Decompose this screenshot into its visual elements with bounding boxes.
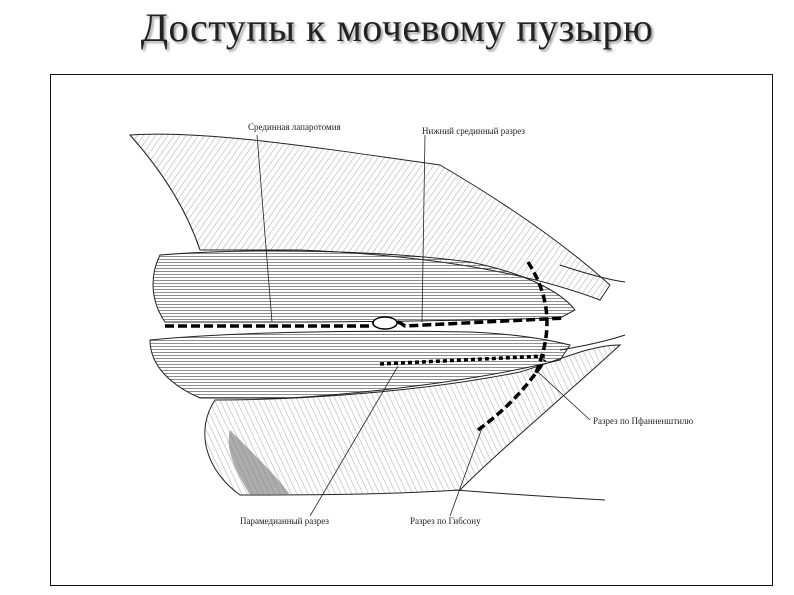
label-paramedian: Парамедианный разрез (240, 516, 329, 526)
label-gibson: Разрез по Гибсону (410, 516, 481, 526)
label-lower-median: Нижний срединный разрез (422, 126, 525, 136)
label-pfannenstiel: Разрез по Пфанненштилю (593, 416, 693, 426)
umbilicus (373, 317, 397, 329)
label-median-laparotomy: Срединная лапаротомия (248, 122, 341, 132)
